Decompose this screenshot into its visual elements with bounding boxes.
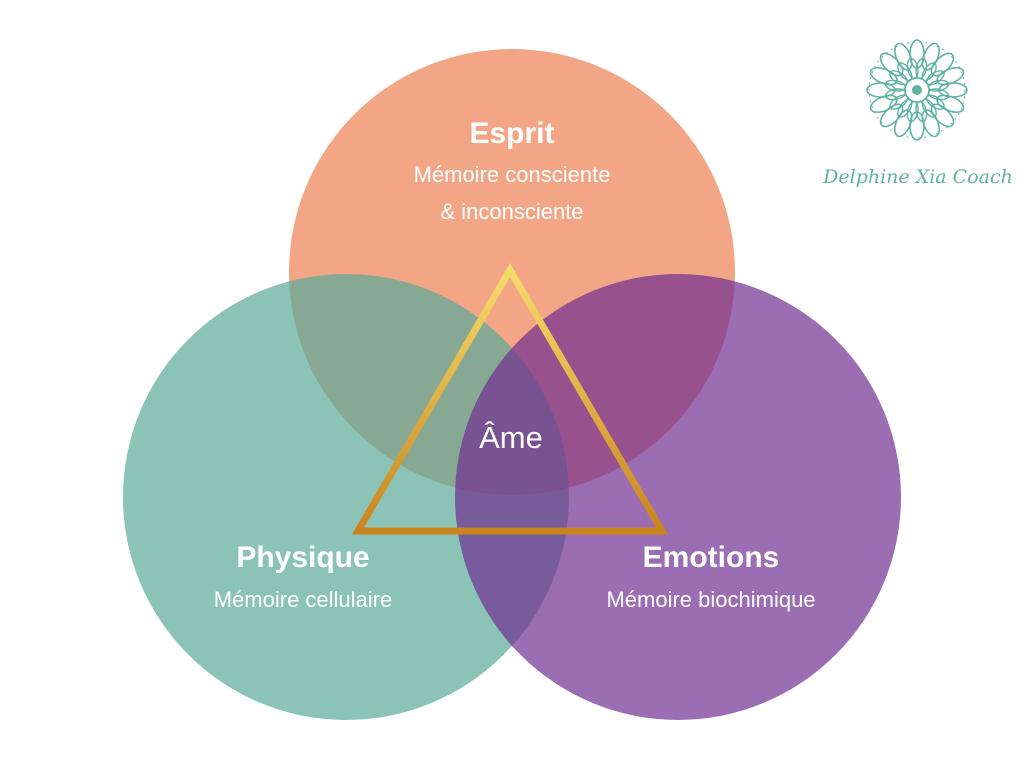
mandala-part bbox=[904, 77, 930, 103]
mandala-icon bbox=[866, 39, 968, 141]
brand-name: Delphine Xia Coach bbox=[822, 166, 1013, 188]
soul-label: Âme bbox=[479, 420, 543, 455]
mandala-part bbox=[906, 57, 919, 79]
emotions-title: Emotions bbox=[643, 541, 780, 574]
esprit-subtitle-line2: & inconsciente bbox=[440, 199, 583, 224]
esprit-title: Esprit bbox=[469, 117, 554, 150]
soul-triangle bbox=[351, 263, 669, 535]
esprit-subtitle-line1: Mémoire consciente bbox=[414, 162, 611, 187]
mandala-part bbox=[868, 41, 966, 139]
mandala-part bbox=[930, 103, 955, 128]
emotions-circle bbox=[455, 274, 901, 720]
mandala-part bbox=[894, 42, 913, 71]
emotions-subtitle: Mémoire biochimique bbox=[606, 587, 815, 612]
physique-title: Physique bbox=[236, 541, 369, 574]
mandala-part bbox=[879, 52, 904, 77]
mandala-part bbox=[879, 103, 904, 128]
mandala-part bbox=[930, 52, 955, 77]
mandala-part bbox=[912, 85, 922, 95]
physique-subtitle: Mémoire cellulaire bbox=[214, 587, 393, 612]
physique-circle bbox=[123, 274, 569, 720]
